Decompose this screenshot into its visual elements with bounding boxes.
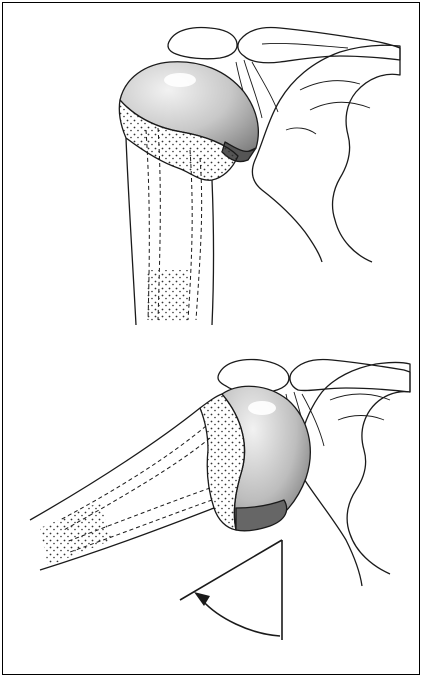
bottom-panel	[30, 360, 410, 587]
acromion-top	[168, 28, 237, 59]
clavicle-bottom	[290, 360, 410, 393]
scapula-bottom	[298, 363, 410, 587]
stipple-distal-top	[146, 270, 188, 322]
angle-wedge-icon	[180, 540, 282, 640]
highlight-bottom	[248, 401, 276, 415]
scapula-line-top	[286, 81, 370, 134]
top-panel	[119, 28, 400, 326]
scapula-top	[252, 45, 400, 262]
curved-arrow-icon	[194, 592, 280, 636]
highlight-top	[164, 73, 196, 87]
